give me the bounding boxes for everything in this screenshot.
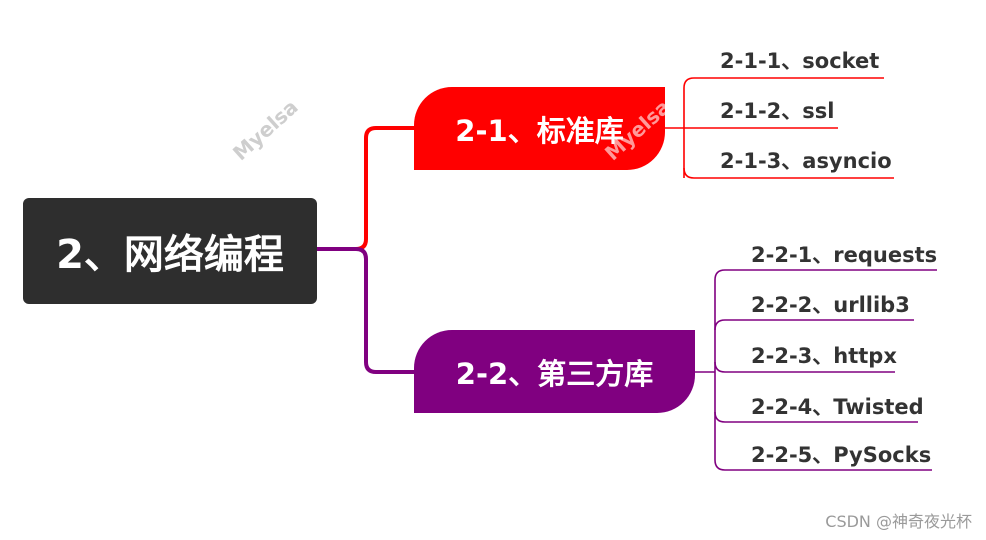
leaf-connector — [714, 459, 932, 471]
leaf-node-urllib3[interactable]: 2-2-2、urllib3 — [751, 293, 910, 317]
branch-node-standard-library[interactable]: 2-1、标准库 — [414, 87, 665, 170]
leaf-node-ssl[interactable]: 2-1-2、ssl — [720, 99, 835, 123]
leaf-node-socket[interactable]: 2-1-1、socket — [720, 49, 880, 73]
branch-2-leaf-connectors — [695, 269, 937, 471]
leaf-node-requests[interactable]: 2-2-1、requests — [751, 243, 938, 267]
leaf-connector — [714, 361, 895, 373]
leaf-connector — [683, 77, 884, 178]
leaf-node-asyncio[interactable]: 2-1-3、asyncio — [720, 149, 892, 173]
branch-1-leaf-connectors — [665, 77, 894, 179]
connector-root-branch-2 — [317, 247, 414, 374]
leaf-connector — [714, 411, 918, 423]
root-node[interactable]: 2、网络编程 — [23, 198, 317, 304]
leaf-node-pysocks[interactable]: 2-2-5、PySocks — [751, 443, 932, 467]
connector-root-branch-1 — [317, 126, 414, 251]
footer-credit: CSDN @神奇夜光杯 — [825, 512, 972, 531]
branch-node-third-party-library[interactable]: 2-2、第三方库 — [414, 330, 695, 413]
leaf-connector — [714, 319, 914, 331]
leaf-node-httpx[interactable]: 2-2-3、httpx — [751, 344, 897, 368]
leaf-node-twisted[interactable]: 2-2-4、Twisted — [751, 395, 924, 419]
leaf-connector — [683, 167, 894, 179]
leaf-connector — [714, 269, 937, 460]
